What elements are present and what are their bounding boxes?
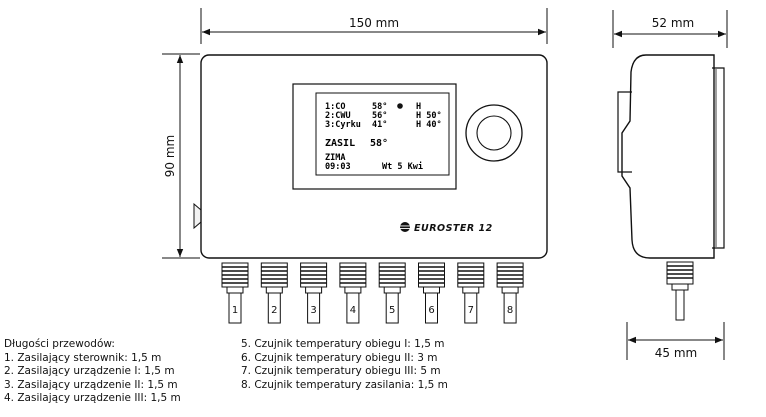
control-knob: [465, 104, 523, 162]
brand-name: EUROSTER 12: [414, 223, 493, 234]
cable-gland-4: 4: [339, 262, 367, 324]
width-dimension: 150 mm: [200, 8, 548, 44]
legend-item: 2. Zasilający urządzenie I: 1,5 m: [4, 365, 175, 377]
lcd-row1-left: 1:CO: [325, 102, 345, 112]
cable-glands: 1 2 3 4 5 6 7 8: [221, 262, 524, 324]
lcd-row3-left: 3:Cyrku: [325, 120, 361, 130]
cable-length-legend-col1: Długości przewodów: 1. Zasilający sterow…: [4, 338, 181, 406]
depth-dimension: 52 mm: [612, 10, 728, 48]
lcd-display: 1:CO 58° H 2:CWU 56° H 50° 3:Cyrku 41° H…: [292, 83, 457, 190]
height-dimension: 90 mm: [162, 53, 200, 259]
controller-side-view: [617, 54, 725, 321]
cable-length-legend-col2: 5. Czujnik temperatury obiegu I: 1,5 m 6…: [241, 338, 448, 392]
cable-number: 6: [428, 305, 434, 316]
legend-title: Długości przewodów:: [4, 338, 115, 350]
lcd-mode: ZIMA: [325, 153, 345, 163]
cable-number: 3: [310, 305, 316, 316]
lcd-row2-mid: 56°: [372, 111, 387, 121]
width-label: 150 mm: [349, 16, 399, 30]
legend-item: 7. Czujnik temperatury obiegu III: 5 m: [241, 365, 441, 377]
brand-logo: EUROSTER 12: [400, 222, 493, 234]
cable-gland-2: 2: [260, 262, 288, 324]
legend-item: 8. Czujnik temperatury zasilania: 1,5 m: [241, 378, 448, 391]
lcd-time: 09:03: [325, 162, 351, 172]
lcd-row2-right: H 50°: [416, 111, 442, 121]
lcd-zasil-value: 58°: [370, 138, 388, 149]
depth-bottom-label: 45 mm: [655, 346, 697, 360]
lcd-row2-left: 2:CWU: [325, 111, 351, 121]
lcd-row3-right: H 40°: [416, 120, 442, 130]
lcd-indicator-dot: [397, 103, 403, 109]
legend-item: 4. Zasilający urządzenie III: 1,5 m: [4, 392, 181, 404]
cable-gland-1: 1: [221, 262, 249, 324]
cable-number: 4: [350, 305, 356, 316]
cable-number: 8: [507, 305, 513, 316]
lcd-zasil-label: ZASIL: [325, 138, 355, 149]
depth-bottom-dimension: 45 mm: [626, 322, 725, 360]
height-label: 90 mm: [163, 135, 177, 177]
cable-gland-6: 6: [418, 262, 445, 324]
cable-gland-3: 3: [300, 262, 328, 324]
lcd-day: Wt 5 Kwi: [382, 161, 423, 172]
cable-number: 2: [271, 305, 277, 316]
brand-logo-icon: [400, 222, 410, 232]
cable-number: 7: [468, 305, 474, 316]
legend-item: 3. Zasilający urządzenie II: 1,5 m: [4, 378, 178, 391]
lcd-row1-right: H: [416, 102, 421, 112]
lcd-row1-mid: 58°: [372, 102, 387, 112]
legend-item: 1. Zasilający sterownik: 1,5 m: [4, 351, 162, 364]
cable-number: 5: [389, 305, 395, 316]
legend-item: 6. Czujnik temperatury obiegu II: 3 m: [241, 351, 438, 364]
cable-number: 1: [232, 305, 238, 316]
cable-gland-8: 8: [496, 262, 524, 324]
lcd-row3-mid: 41°: [372, 120, 387, 130]
side-cable-gland: [666, 261, 694, 321]
cable-gland-7: 7: [457, 262, 485, 324]
depth-label: 52 mm: [652, 16, 694, 30]
legend-item: 5. Czujnik temperatury obiegu I: 1,5 m: [241, 338, 445, 350]
cable-gland-5: 5: [378, 262, 406, 324]
